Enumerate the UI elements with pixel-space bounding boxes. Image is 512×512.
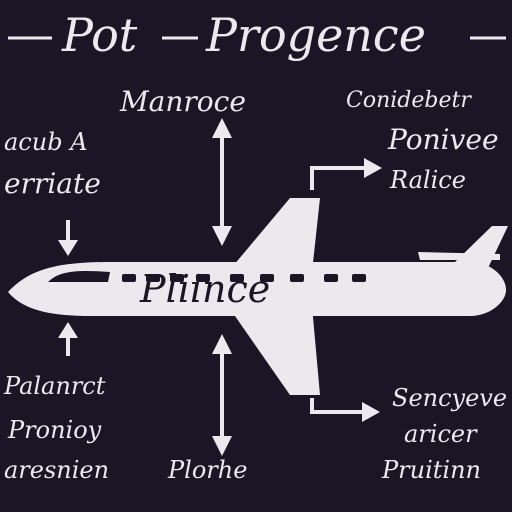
title-right: Progence <box>206 8 426 62</box>
label-top-right-1: Conidebetr <box>346 88 471 113</box>
arrow-elbow-top <box>310 166 368 190</box>
label-top-right-3: Ralice <box>390 166 466 194</box>
label-top-right-2: Ponivee <box>388 123 499 156</box>
cockpit-window <box>48 271 110 282</box>
title-left: Pot <box>62 8 138 62</box>
arrow-heads <box>58 118 382 456</box>
window-row <box>122 274 366 282</box>
label-bottom-right-2: aricer <box>404 420 477 448</box>
label-left-1: acub A <box>4 128 88 156</box>
label-top-center: Manroce <box>120 85 246 118</box>
label-bottom-left-3: aresnien <box>4 456 110 484</box>
label-left-2: erriate <box>4 167 101 200</box>
label-bottom-right-3: Pruitinn <box>382 456 481 484</box>
label-bottom-right-1: Sencyeve <box>392 384 508 412</box>
label-plane: Pliince <box>140 267 271 311</box>
arrow-elbow-bottom <box>310 398 366 414</box>
label-bottom-left-1: Palanrct <box>4 372 106 400</box>
label-bottom-center: Plorhe <box>168 456 248 484</box>
label-bottom-left-2: Pronioy <box>8 416 102 444</box>
